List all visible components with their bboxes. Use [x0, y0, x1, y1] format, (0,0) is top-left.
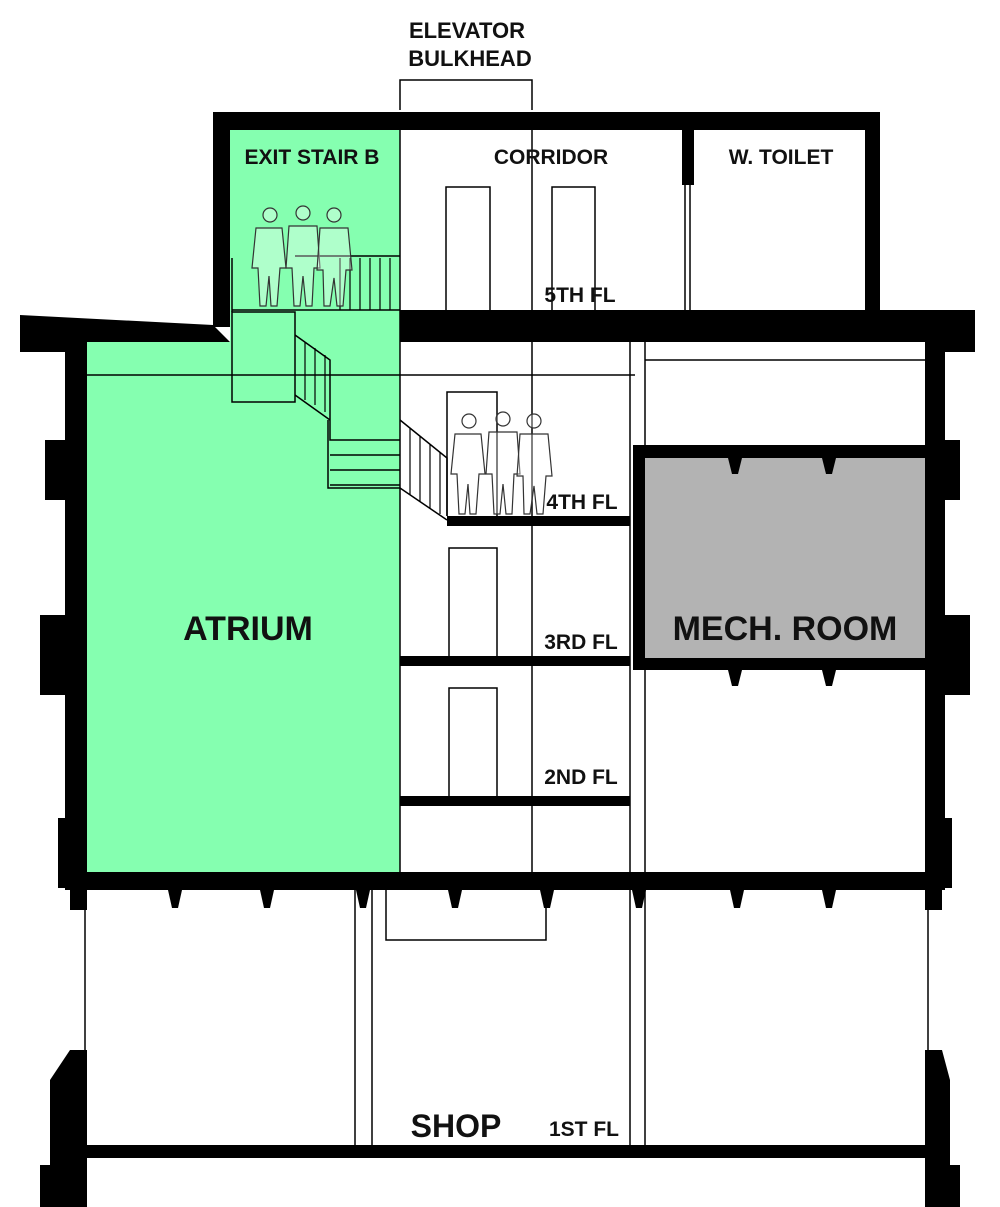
- joists: [168, 458, 836, 908]
- fourth-floor-label: 4TH FL: [546, 491, 617, 514]
- structure: [20, 112, 975, 1207]
- people-figures-4th: [450, 411, 553, 515]
- third-floor-label: 3RD FL: [544, 631, 618, 654]
- atrium-zone: [87, 130, 400, 875]
- shop-label: SHOP: [411, 1108, 502, 1144]
- mech-room-label: MECH. ROOM: [673, 610, 898, 648]
- first-floor-label: 1ST FL: [549, 1118, 619, 1141]
- elevator-bulkhead-label-1: ELEVATOR: [409, 18, 525, 43]
- exit-stair-label: EXIT STAIR B: [245, 146, 380, 169]
- second-floor-label: 2ND FL: [544, 766, 618, 789]
- people-figures-5th: [251, 205, 353, 307]
- stair-railings: [304, 258, 441, 514]
- grid-lines: [84, 79, 929, 1147]
- fifth-floor-label: 5TH FL: [544, 284, 615, 307]
- atrium-label: ATRIUM: [183, 610, 313, 648]
- toilet-label: W. TOILET: [729, 146, 834, 169]
- elevator-bulkhead-label-2: BULKHEAD: [408, 46, 531, 71]
- mech-room-zone: [645, 457, 925, 658]
- corridor-label: CORRIDOR: [494, 146, 608, 169]
